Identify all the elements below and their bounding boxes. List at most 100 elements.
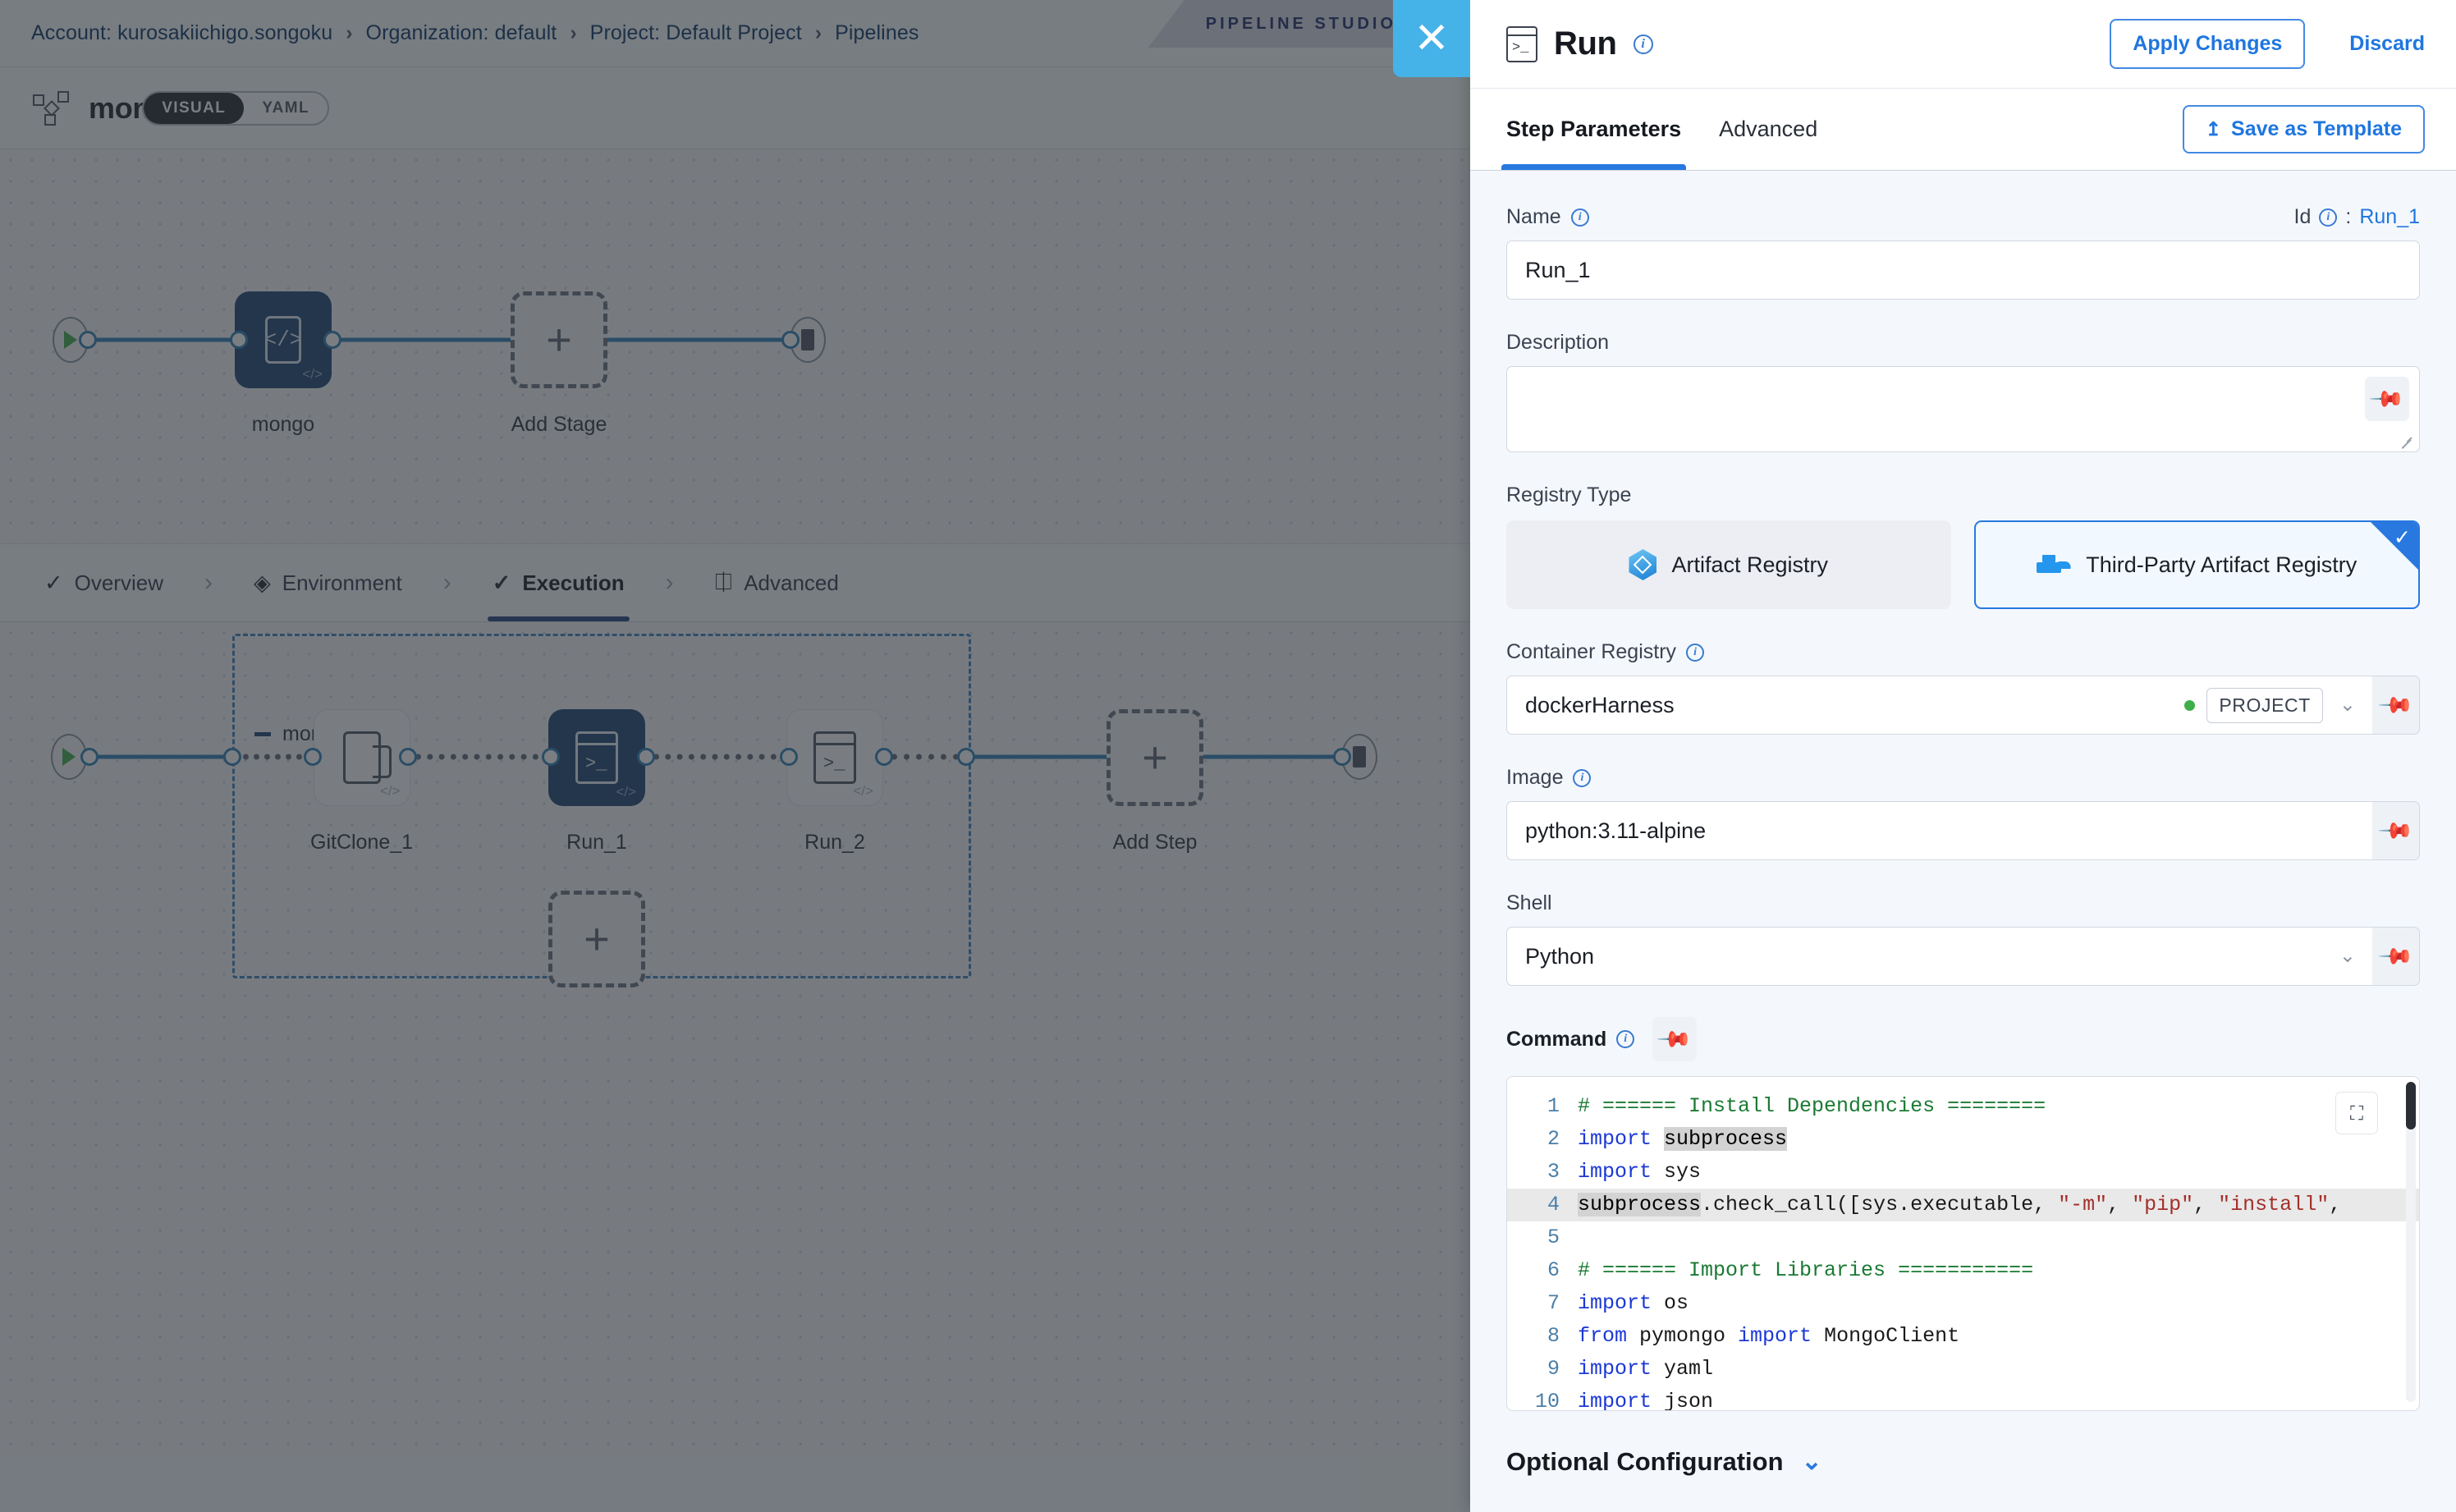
registry-option-third-party[interactable]: Third-Party Artifact Registry ✓ xyxy=(1974,520,2421,609)
description-pin-button[interactable]: 📌 xyxy=(2365,377,2409,421)
image-pin-button[interactable]: 📌 xyxy=(2372,801,2420,860)
chevron-down-icon[interactable]: ⌄ xyxy=(2323,695,2372,715)
upload-icon: ↥ xyxy=(2206,120,2221,139)
image-input[interactable]: python:3.11-alpine xyxy=(1506,801,2372,860)
code-lines[interactable]: 1# ====== Install Dependencies ========2… xyxy=(1507,1077,2419,1411)
registry-option-artifact-registry[interactable]: Artifact Registry xyxy=(1506,520,1951,609)
info-icon[interactable]: i xyxy=(1571,208,1589,227)
stage-node-mongo[interactable]: </> </> mongo xyxy=(235,291,332,437)
info-icon[interactable]: i xyxy=(1686,644,1704,662)
info-icon[interactable]: i xyxy=(1616,1030,1634,1048)
step-node-box[interactable]: </> xyxy=(314,709,410,806)
info-icon[interactable]: i xyxy=(1573,769,1591,787)
id-value[interactable]: Run_1 xyxy=(2359,205,2420,229)
code-line[interactable]: 3import sys xyxy=(1507,1156,2419,1189)
check-icon: ✓ xyxy=(493,570,511,596)
add-step-node[interactable]: + Add Step xyxy=(1107,709,1203,855)
stage-tab-advanced[interactable]: ⎅ Advanced xyxy=(710,544,844,621)
breadcrumb-item-organization[interactable]: Organization: default xyxy=(366,21,557,45)
description-textarea[interactable]: 📌 xyxy=(1506,366,2420,452)
breadcrumb-item-pipelines[interactable]: Pipelines xyxy=(835,21,919,45)
view-mode-toggle[interactable]: VISUAL YAML xyxy=(142,91,329,126)
image-label: Image i xyxy=(1506,766,2420,790)
resize-handle[interactable] xyxy=(2399,433,2414,448)
registry-option-label: Artifact Registry xyxy=(1671,552,1828,578)
editor-scrollbar-thumb[interactable] xyxy=(2406,1082,2416,1129)
breadcrumb-item-project[interactable]: Project: Default Project xyxy=(590,21,802,45)
stage-tab-overview[interactable]: ✓ Overview xyxy=(39,544,168,621)
code-line[interactable]: 10import json xyxy=(1507,1386,2419,1411)
registry-type-options[interactable]: Artifact Registry Third-Party Artifact R… xyxy=(1506,520,2420,609)
code-token: .check_call([sys.executable, xyxy=(1701,1193,2058,1216)
optional-configuration-toggle[interactable]: Optional Configuration ⌄ xyxy=(1506,1447,2420,1477)
toggle-option-visual[interactable]: VISUAL xyxy=(144,93,244,124)
save-as-template-label: Save as Template xyxy=(2231,117,2402,141)
code-badge-icon: </> xyxy=(302,366,323,383)
chevron-down-icon[interactable]: ⌄ xyxy=(2323,946,2372,966)
code-line[interactable]: 5 xyxy=(1507,1221,2419,1254)
panel-tabs[interactable]: Step Parameters Advanced ↥ Save as Templ… xyxy=(1470,89,2456,171)
code-line[interactable]: 1# ====== Install Dependencies ======== xyxy=(1507,1090,2419,1123)
add-stage-box[interactable]: + xyxy=(511,291,607,388)
step-node-box[interactable]: >_ </> xyxy=(786,709,883,806)
edge-mongo-to-addstage xyxy=(333,338,515,342)
code-line-text: subprocess.check_call([sys.executable, "… xyxy=(1578,1189,2341,1221)
discard-button[interactable]: Discard xyxy=(2349,32,2425,56)
info-icon[interactable]: i xyxy=(2319,208,2337,227)
stage-config-tabs[interactable]: ✓ Overview › ◈ Environment › ✓ Execution… xyxy=(0,543,1470,622)
add-step-box[interactable]: + xyxy=(1107,709,1203,806)
step-node-run2[interactable]: >_ </> Run_2 xyxy=(786,709,883,855)
stage-tab-execution[interactable]: ✓ Execution xyxy=(488,544,630,621)
shell-pin-button[interactable]: 📌 xyxy=(2372,927,2420,986)
close-panel-button[interactable]: ✕ xyxy=(1393,0,1470,77)
harness-hex-icon xyxy=(1629,549,1656,580)
name-input-value: Run_1 xyxy=(1525,258,1591,283)
code-line[interactable]: 9import yaml xyxy=(1507,1353,2419,1386)
code-line[interactable]: 2import subprocess xyxy=(1507,1123,2419,1156)
container-registry-pin-button[interactable]: 📌 xyxy=(2372,676,2420,735)
code-line[interactable]: 7import os xyxy=(1507,1287,2419,1320)
code-token: import xyxy=(1738,1324,1824,1348)
add-parallel-step-box[interactable]: + xyxy=(548,891,645,987)
shell-field[interactable]: Python ⌄ 📌 xyxy=(1506,915,2420,986)
stage-tab-environment[interactable]: ◈ Environment xyxy=(249,544,407,621)
step-node-box-selected[interactable]: >_ </> xyxy=(548,709,645,806)
container-registry-select[interactable]: dockerHarness PROJECT ⌄ xyxy=(1506,676,2372,735)
code-line[interactable]: 8from pymongo import MongoClient xyxy=(1507,1320,2419,1353)
play-icon xyxy=(62,748,76,766)
editor-scrollbar[interactable] xyxy=(2406,1082,2416,1402)
code-token: "install" xyxy=(2218,1193,2329,1216)
container-registry-field[interactable]: dockerHarness PROJECT ⌄ 📌 xyxy=(1506,664,2420,735)
stage-graph-canvas[interactable]: </> </> mongo + Add Stage xyxy=(0,149,1470,543)
container-registry-label-text: Container Registry xyxy=(1506,640,1676,664)
infra-icon: ◈ xyxy=(254,570,271,596)
run2-in-port xyxy=(780,748,798,766)
code-line[interactable]: 6# ====== Import Libraries =========== xyxy=(1507,1254,2419,1287)
shell-select[interactable]: Python ⌄ xyxy=(1506,927,2372,986)
step-node-run1[interactable]: >_ </> Run_1 xyxy=(548,709,645,855)
stage-tab-separator: › xyxy=(443,569,451,597)
execution-graph-canvas[interactable]: mongo </> GitClone_1 >_ </> xyxy=(0,622,1470,1459)
code-line[interactable]: 4subprocess.check_call([sys.executable, … xyxy=(1507,1189,2419,1221)
name-input[interactable]: Run_1 xyxy=(1506,241,2420,300)
toggle-option-yaml[interactable]: YAML xyxy=(244,93,328,124)
image-field[interactable]: python:3.11-alpine 📌 xyxy=(1506,790,2420,860)
chevron-down-icon[interactable]: ⌄ xyxy=(1802,1450,1822,1474)
code-line-number: 7 xyxy=(1507,1287,1578,1320)
expand-editor-button[interactable]: ⛶ xyxy=(2335,1092,2378,1134)
code-line-number: 4 xyxy=(1507,1189,1578,1221)
save-as-template-button[interactable]: ↥ Save as Template xyxy=(2183,105,2425,153)
tab-advanced[interactable]: Advanced xyxy=(1719,89,1817,170)
step-node-gitclone[interactable]: </> GitClone_1 xyxy=(310,709,413,855)
add-stage-node[interactable]: + Add Stage xyxy=(511,291,607,437)
apply-changes-button[interactable]: Apply Changes xyxy=(2110,19,2305,69)
info-icon[interactable]: i xyxy=(1634,34,1653,54)
command-code-editor[interactable]: ⛶ 1# ====== Install Dependencies =======… xyxy=(1506,1076,2420,1411)
shell-label: Shell xyxy=(1506,891,2420,915)
tab-step-parameters[interactable]: Step Parameters xyxy=(1506,89,1681,170)
command-pin-button[interactable]: 📌 xyxy=(1652,1017,1697,1061)
stage-node-box[interactable]: </> </> xyxy=(235,291,332,388)
name-label-text: Name xyxy=(1506,205,1561,229)
play-icon xyxy=(64,331,77,349)
breadcrumb-item-account[interactable]: Account: kurosakiichigo.songoku xyxy=(31,21,332,45)
